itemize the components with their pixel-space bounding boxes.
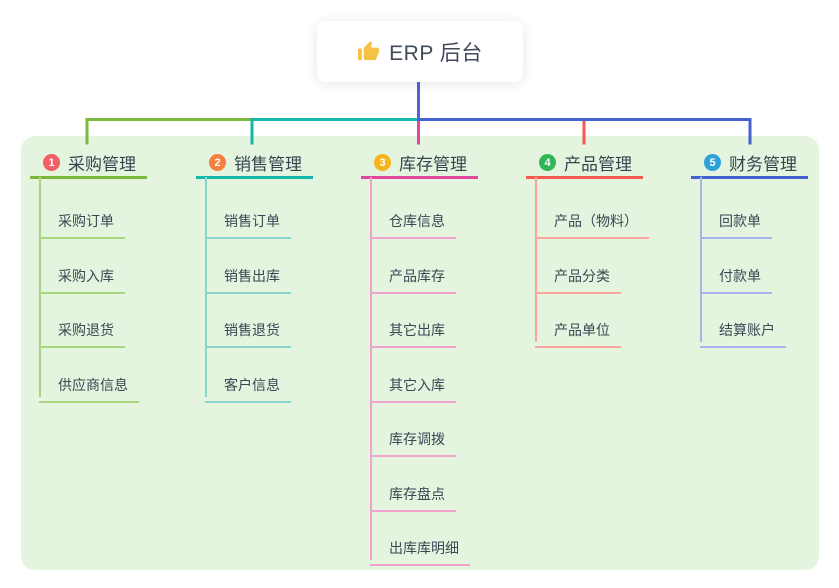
child-node-label: 出库库明细 xyxy=(389,540,459,556)
branch-header-3[interactable]: 3 库存管理 xyxy=(361,149,478,179)
branch-trunk-line xyxy=(535,177,537,342)
branch-label: 财务管理 xyxy=(729,155,797,174)
child-node[interactable]: 供应商信息 xyxy=(39,359,139,403)
thumbs-up-icon xyxy=(357,40,380,63)
child-node[interactable]: 产品单位 xyxy=(535,304,621,348)
child-node[interactable]: 其它出库 xyxy=(370,304,456,348)
branch-header-1[interactable]: 1 采购管理 xyxy=(30,149,147,179)
child-node-label: 销售订单 xyxy=(224,213,280,229)
branch-header-4[interactable]: 4 产品管理 xyxy=(526,149,643,179)
child-node-label: 产品库存 xyxy=(389,267,445,284)
branch-number-badge: 3 xyxy=(374,154,391,171)
branch-number-badge: 4 xyxy=(539,154,556,171)
background-panel xyxy=(21,136,819,570)
child-node-label: 采购订单 xyxy=(58,213,114,229)
child-node-label: 产品（物料） xyxy=(554,213,638,229)
child-node[interactable]: 结算账户 xyxy=(700,304,786,348)
child-node[interactable]: 库存调拨 xyxy=(370,413,456,457)
child-node-label: 供应商信息 xyxy=(58,376,128,393)
root-node[interactable]: ERP 后台 xyxy=(317,21,523,82)
child-node-label: 付款单 xyxy=(719,267,761,284)
child-node-label: 回款单 xyxy=(719,213,761,229)
child-node[interactable]: 客户信息 xyxy=(205,359,291,403)
branch-label: 销售管理 xyxy=(234,155,302,174)
child-node-label: 产品分类 xyxy=(554,267,610,284)
child-node-label: 销售退货 xyxy=(224,322,280,338)
branch-number-badge: 5 xyxy=(704,154,721,171)
child-node[interactable]: 其它入库 xyxy=(370,359,456,403)
branch-label: 产品管理 xyxy=(564,155,632,174)
child-node-label: 库存调拨 xyxy=(389,431,445,447)
child-node[interactable]: 采购入库 xyxy=(39,250,125,294)
child-node[interactable]: 销售退货 xyxy=(205,304,291,348)
child-node-label: 客户信息 xyxy=(224,376,280,393)
branch-trunk-line xyxy=(39,177,41,397)
child-node[interactable]: 产品库存 xyxy=(370,250,456,294)
branch-header-2[interactable]: 2 销售管理 xyxy=(196,149,313,179)
child-node-label: 采购退货 xyxy=(58,322,114,338)
child-node[interactable]: 仓库信息 xyxy=(370,195,456,239)
branch-number-badge: 1 xyxy=(43,154,60,171)
child-node[interactable]: 付款单 xyxy=(700,250,772,294)
child-node-label: 结算账户 xyxy=(719,322,775,338)
child-node[interactable]: 产品（物料） xyxy=(535,195,649,239)
child-node-label: 仓库信息 xyxy=(389,213,445,229)
child-node[interactable]: 采购订单 xyxy=(39,195,125,239)
child-node[interactable]: 出库库明细 xyxy=(370,522,470,566)
branch-trunk-line xyxy=(700,177,702,342)
child-node[interactable]: 库存盘点 xyxy=(370,468,456,512)
branch-label: 库存管理 xyxy=(399,155,467,174)
child-node-label: 销售出库 xyxy=(224,267,280,284)
child-node-label: 其它入库 xyxy=(389,376,445,393)
branch-label: 采购管理 xyxy=(68,155,136,174)
child-node[interactable]: 销售订单 xyxy=(205,195,291,239)
branch-header-5[interactable]: 5 财务管理 xyxy=(691,149,808,179)
child-node-label: 产品单位 xyxy=(554,322,610,338)
branch-trunk-line xyxy=(205,177,207,397)
child-node[interactable]: 产品分类 xyxy=(535,250,621,294)
child-node[interactable]: 销售出库 xyxy=(205,250,291,294)
child-node[interactable]: 回款单 xyxy=(700,195,772,239)
branch-number-badge: 2 xyxy=(209,154,226,171)
child-node-label: 其它出库 xyxy=(389,322,445,338)
child-node[interactable]: 采购退货 xyxy=(39,304,125,348)
root-node-label: ERP 后台 xyxy=(389,41,483,65)
child-node-label: 库存盘点 xyxy=(389,485,445,502)
branch-trunk-line xyxy=(370,177,372,560)
child-node-label: 采购入库 xyxy=(58,267,114,284)
